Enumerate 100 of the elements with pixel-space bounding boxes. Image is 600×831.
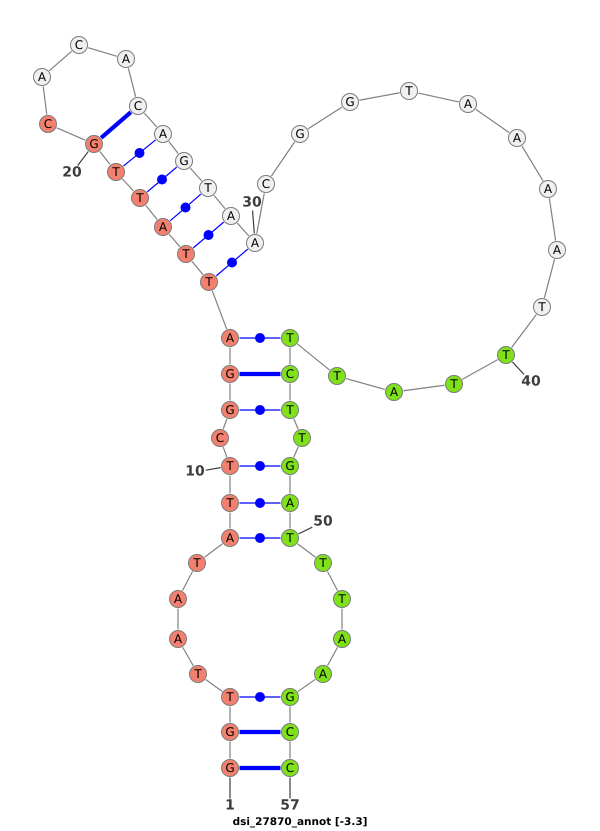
nucleotide-circle: A [154,125,172,143]
nucleotide-circle: T [281,529,299,547]
nucleotide-circle: A [314,665,332,683]
nucleotide-circle: G [221,759,239,777]
nucleotide-circle: T [497,346,515,364]
nucleotide-circle: A [169,590,187,608]
nucleotide-circle: T [445,375,463,393]
backbone-line [229,476,231,494]
backbone-line [190,168,202,182]
nucleotide-circle: C [39,115,57,133]
backbone-line [144,112,158,128]
nucleotide-circle: T [177,245,195,263]
nucleotide-circle: T [533,298,551,316]
nucleotide-circle: G [175,152,193,170]
base-pair-line [146,166,178,192]
nucleotide-circle: T [189,665,207,683]
backbone-line [289,476,291,494]
nucleotide-circle: T [199,179,217,197]
backbone-line [475,108,510,134]
nucleotide-circle: G [85,135,103,153]
backbone-line [403,384,445,392]
position-number: 1 [225,800,235,812]
position-number: 20 [62,166,82,180]
backbone-line [182,571,194,591]
backbone-line [99,151,111,165]
base-pair-line [240,730,280,734]
backbone-line [229,384,231,400]
nucleotide-circle: A [459,95,477,113]
backbone-line [212,290,228,330]
nucleotide-circle: T [293,429,311,447]
backbone-line [341,608,343,630]
nucleotide-circle: A [539,180,557,198]
backbone-line [270,142,296,176]
backbone-line [229,706,231,722]
leader-line [77,151,89,166]
nucleotide-circle: T [314,554,332,572]
base-pair-line [240,533,280,543]
backbone-line [48,50,72,72]
nucleotide-circle: C [129,97,147,115]
leader-line [289,778,291,798]
nucleotide-circle: A [508,129,526,147]
nucleotide-circle: A [246,234,264,252]
backbone-line [122,178,134,192]
backbone-line [192,260,204,276]
leader-line [252,210,255,234]
nucleotide-circle: T [333,590,351,608]
nucleotide-circle: A [333,630,351,648]
backbone-line [229,742,231,758]
nucleotide-circle: T [328,367,346,385]
leader-line [512,362,524,375]
base-pair-line [123,140,156,166]
backbone-line [548,198,556,241]
base-pair-line [100,110,132,140]
nucleotide-circle: A [221,329,239,347]
nucleotide-circle: G [221,365,239,383]
backbone-line [346,378,386,390]
nucleotide-circle: G [221,723,239,741]
backbone-line [204,543,223,558]
nucleotide-circle: A [33,68,51,86]
backbone-line [544,259,556,298]
base-pair-line [240,498,280,508]
backbone-line [168,141,179,154]
base-pair-line [240,372,280,376]
backbone-line [214,194,226,210]
nucleotide-circle: C [70,36,88,54]
base-pair-line [240,766,280,770]
backbone-line [42,86,48,115]
backbone-line [236,222,250,236]
backbone-line [182,646,194,666]
nucleotide-circle: A [548,241,566,259]
nucleotide-circle: C [281,723,299,741]
backbone-line [308,106,342,130]
backbone-line [222,446,228,458]
backbone-line [293,446,299,458]
backbone-line [289,706,291,722]
backbone-line [222,418,228,430]
base-pair-line [240,461,280,471]
position-number: 10 [185,466,205,478]
nucleotide-circle: A [117,50,135,68]
backbone-line [297,344,330,370]
base-pair-line [170,194,202,222]
nucleotide-circle: C [257,175,275,193]
nucleotide-circle: A [154,218,172,236]
backbone-line [289,348,291,364]
backbone-line [297,543,316,558]
base-pair-line [216,248,248,276]
caption: dsi_27870_annot [-3.3] [232,816,368,828]
nucleotide-circle: T [107,163,125,181]
base-pair-line [240,692,280,702]
nucleotide-circle: A [221,529,239,547]
position-number: 30 [242,196,262,210]
backbone-line [229,512,231,528]
nucleotide-circle: G [341,93,359,111]
backbone-line [205,679,223,692]
nucleotide-circle: T [131,189,149,207]
position-number: 50 [313,516,333,528]
backbone-line [145,205,158,220]
backbone-line [293,418,299,430]
nucleotide-circle: C [281,365,299,383]
backbone-line [256,193,265,234]
